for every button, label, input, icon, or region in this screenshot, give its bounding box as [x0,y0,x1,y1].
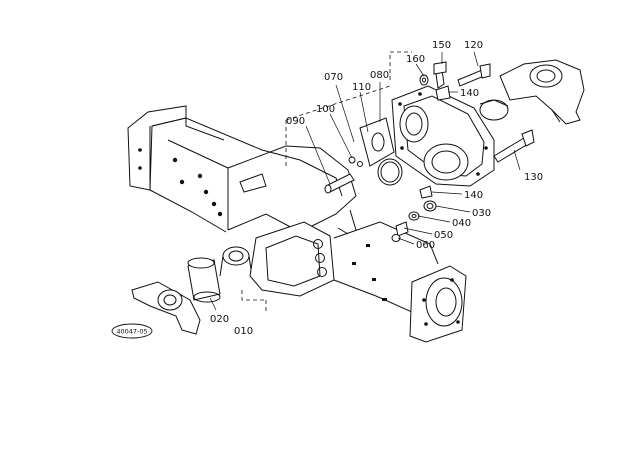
drawing-code-badge: 40047-05 [111,323,153,339]
label-120: 120 [464,40,483,51]
label-100: 100 [316,104,335,115]
gear-case-cover [391,85,509,187]
label-060: 060 [416,240,435,251]
label-150: 150 [432,40,451,51]
support-bracket-right [499,59,585,125]
gasket-parts [348,117,403,186]
label-090: 090 [286,116,305,127]
label-140-upper: 140 [460,88,479,99]
label-080: 080 [370,70,389,81]
label-110: 110 [352,82,371,93]
assembly-outline [241,51,412,312]
plug-140-lower [419,185,433,199]
label-160: 160 [406,54,425,65]
part-labels: 070 080 110 100 090 160 150 120 140 130 … [210,40,543,337]
washer-040 [408,211,420,221]
washer-160 [419,74,429,86]
leader-lines [209,51,521,311]
label-140-lower: 140 [464,190,483,201]
label-010: 010 [234,326,253,337]
label-050: 050 [434,230,453,241]
plug-140-upper [435,85,451,101]
label-040: 040 [452,218,471,229]
pin-090 [324,173,355,194]
plug-030 [423,200,437,212]
label-030: 030 [472,208,491,219]
drawing-code-text: 40047-05 [116,328,147,336]
label-130: 130 [524,172,543,183]
bolt-150 [433,61,447,89]
label-070: 070 [324,72,343,83]
bushing-020 [187,257,221,303]
label-020: 020 [210,314,229,325]
bolt-120 [457,63,491,87]
support-bracket-left [131,281,201,335]
washer-060 [391,234,401,242]
bolt-130 [493,129,535,163]
axle-housing [127,105,467,343]
plug-050 [395,221,409,237]
